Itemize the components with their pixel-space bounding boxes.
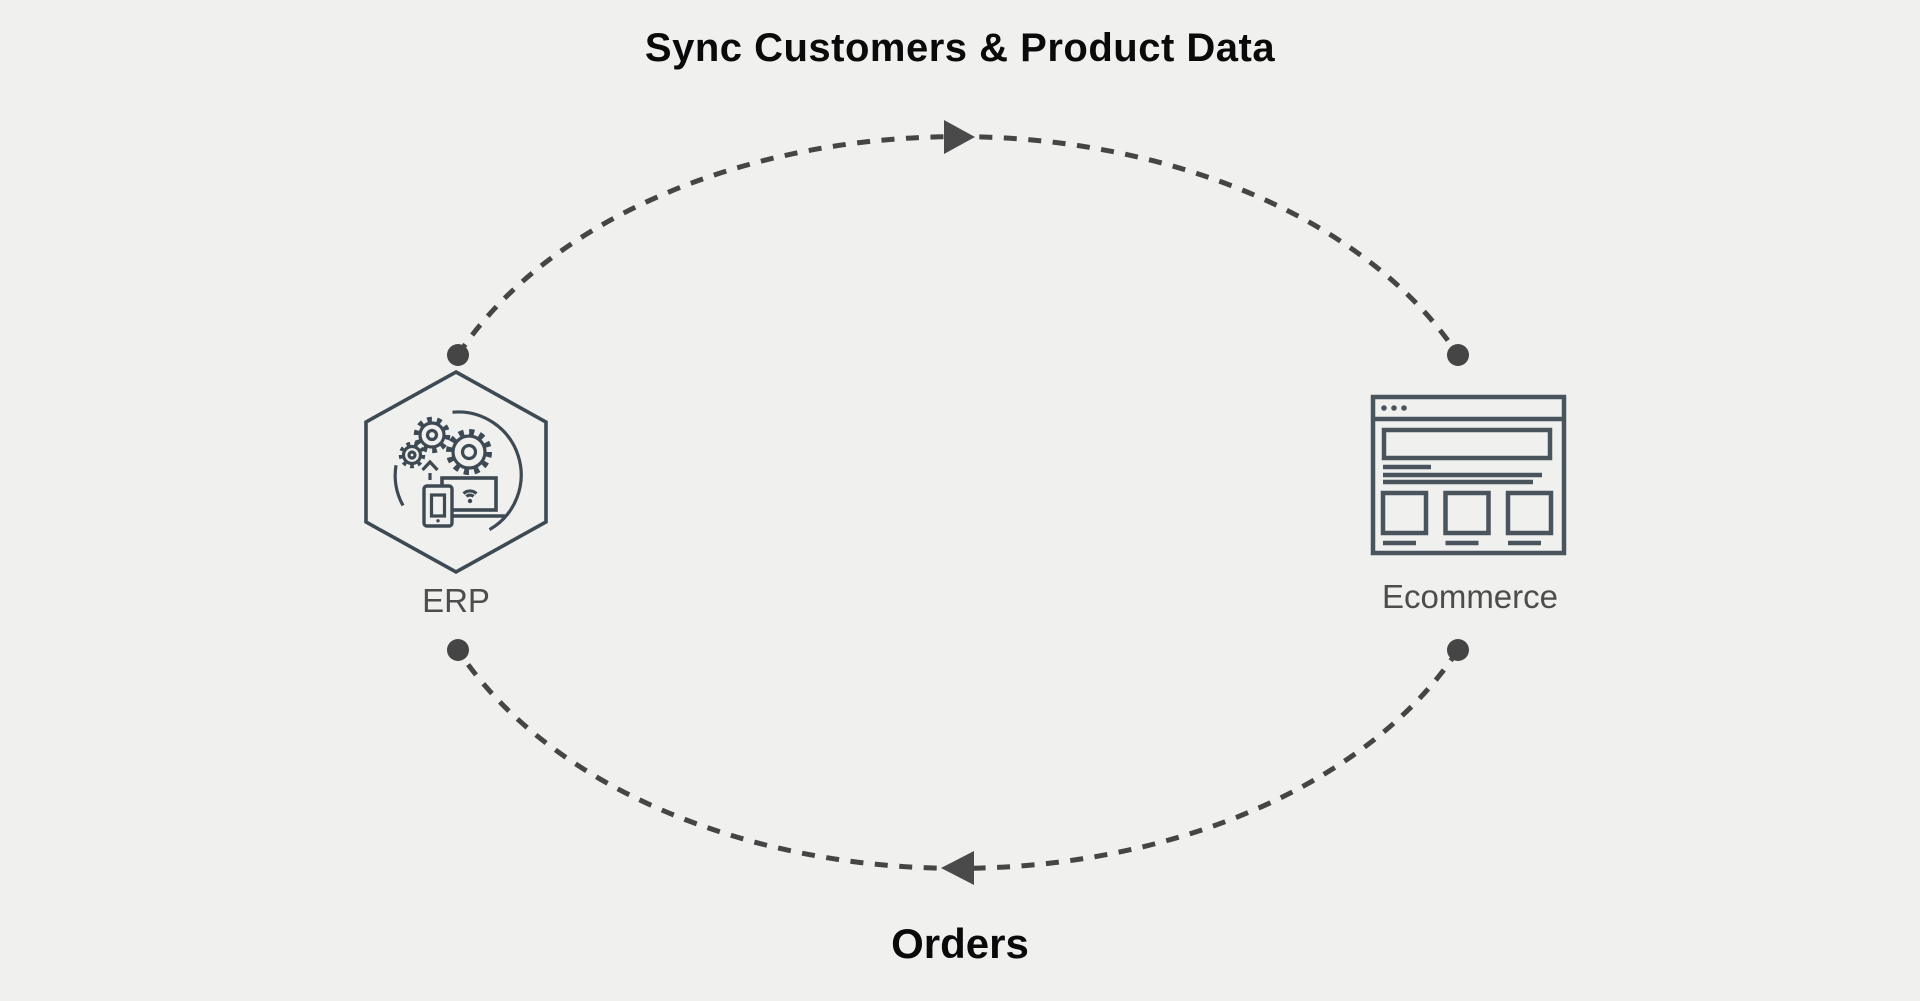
gear-small-icon [398,441,426,469]
browser-dot-1 [1381,405,1387,411]
top-flow-label: Sync Customers & Product Data [644,26,1276,70]
background-arc-right [452,410,523,531]
background-arc-left [393,464,405,507]
node-ecommerce: Ecommerce [1360,394,1580,613]
browser-dot-2 [1391,405,1397,411]
arc-endpoint-dot-bottom-right [1447,639,1469,661]
browser-window-icon [1370,394,1567,556]
ecommerce-website-icon [1370,394,1567,556]
arc-endpoint-dot-bottom-left [447,639,469,661]
hero-banner [1381,427,1553,461]
wifi-icon [462,489,478,504]
node-erp-label: ERP [422,582,490,619]
node-erp: ERP [356,362,556,617]
arc-endpoint-dot-top-left [447,344,469,366]
top-arc-line [455,134,1461,357]
arc-endpoint-dot-top-right [1447,344,1469,366]
gear-medium-icon [413,416,451,454]
up-arrow-icon [421,459,439,484]
product-card-3 [1505,490,1554,536]
gear-large-icon [446,429,492,475]
bottom-arc-line [455,648,1461,871]
browser-dot-3 [1401,405,1407,411]
node-ecommerce-label: Ecommerce [1381,578,1559,615]
product-card-2 [1443,490,1491,536]
bottom-arrowhead-left-icon [941,851,974,885]
top-arrowhead-right-icon [944,120,975,154]
bottom-flow-label: Orders [891,920,1029,967]
erp-system-icon [364,369,548,575]
product-card-1 [1380,490,1429,536]
smartphone-icon [422,484,454,528]
hexagon-outline [364,369,548,575]
